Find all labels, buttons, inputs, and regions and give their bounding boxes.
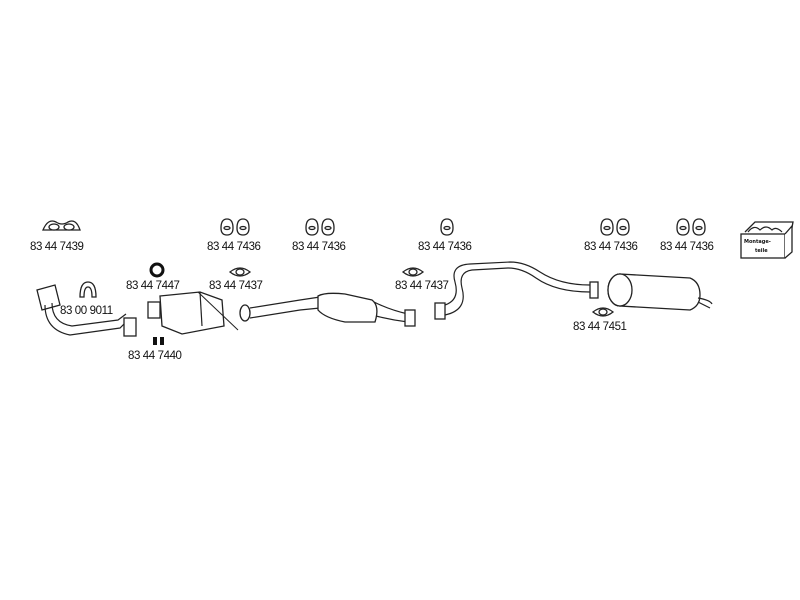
part-number-label: 83 44 7451 bbox=[573, 321, 627, 333]
part-number-label: 83 44 7436 bbox=[418, 241, 472, 253]
flange-gasket-icon bbox=[228, 267, 615, 317]
part-number-label: 83 44 7437 bbox=[395, 280, 449, 292]
rear-silencer-icon bbox=[607, 273, 713, 311]
manifold-gasket-icon bbox=[42, 220, 81, 231]
part-number-label: 83 00 9011 bbox=[60, 305, 113, 317]
bolts-icon bbox=[153, 337, 164, 345]
rubber-hanger-icon bbox=[220, 218, 706, 236]
part-number-label: 83 44 7436 bbox=[292, 241, 346, 253]
ring-gasket-icon bbox=[149, 262, 165, 278]
catalytic-converter-icon bbox=[147, 291, 239, 335]
clamp-icon bbox=[79, 281, 97, 298]
intermediate-pipe-icon bbox=[434, 261, 599, 320]
mounting-kit-label: teile bbox=[755, 248, 768, 254]
mounting-kit-label: Montage- bbox=[744, 239, 771, 245]
mounting-kit-box-icon: Montage- teile bbox=[740, 221, 794, 259]
front-pipe-icon bbox=[36, 284, 137, 337]
part-number-label: 83 44 7436 bbox=[660, 241, 714, 253]
part-number-label: 83 44 7447 bbox=[126, 280, 180, 292]
part-number-label: 83 44 7437 bbox=[209, 280, 263, 292]
middle-silencer-icon bbox=[239, 292, 416, 327]
part-number-label: 83 44 7439 bbox=[30, 241, 84, 253]
part-number-label: 83 44 7436 bbox=[584, 241, 638, 253]
part-number-label: 83 44 7440 bbox=[128, 350, 182, 362]
part-number-label: 83 44 7436 bbox=[207, 241, 261, 253]
